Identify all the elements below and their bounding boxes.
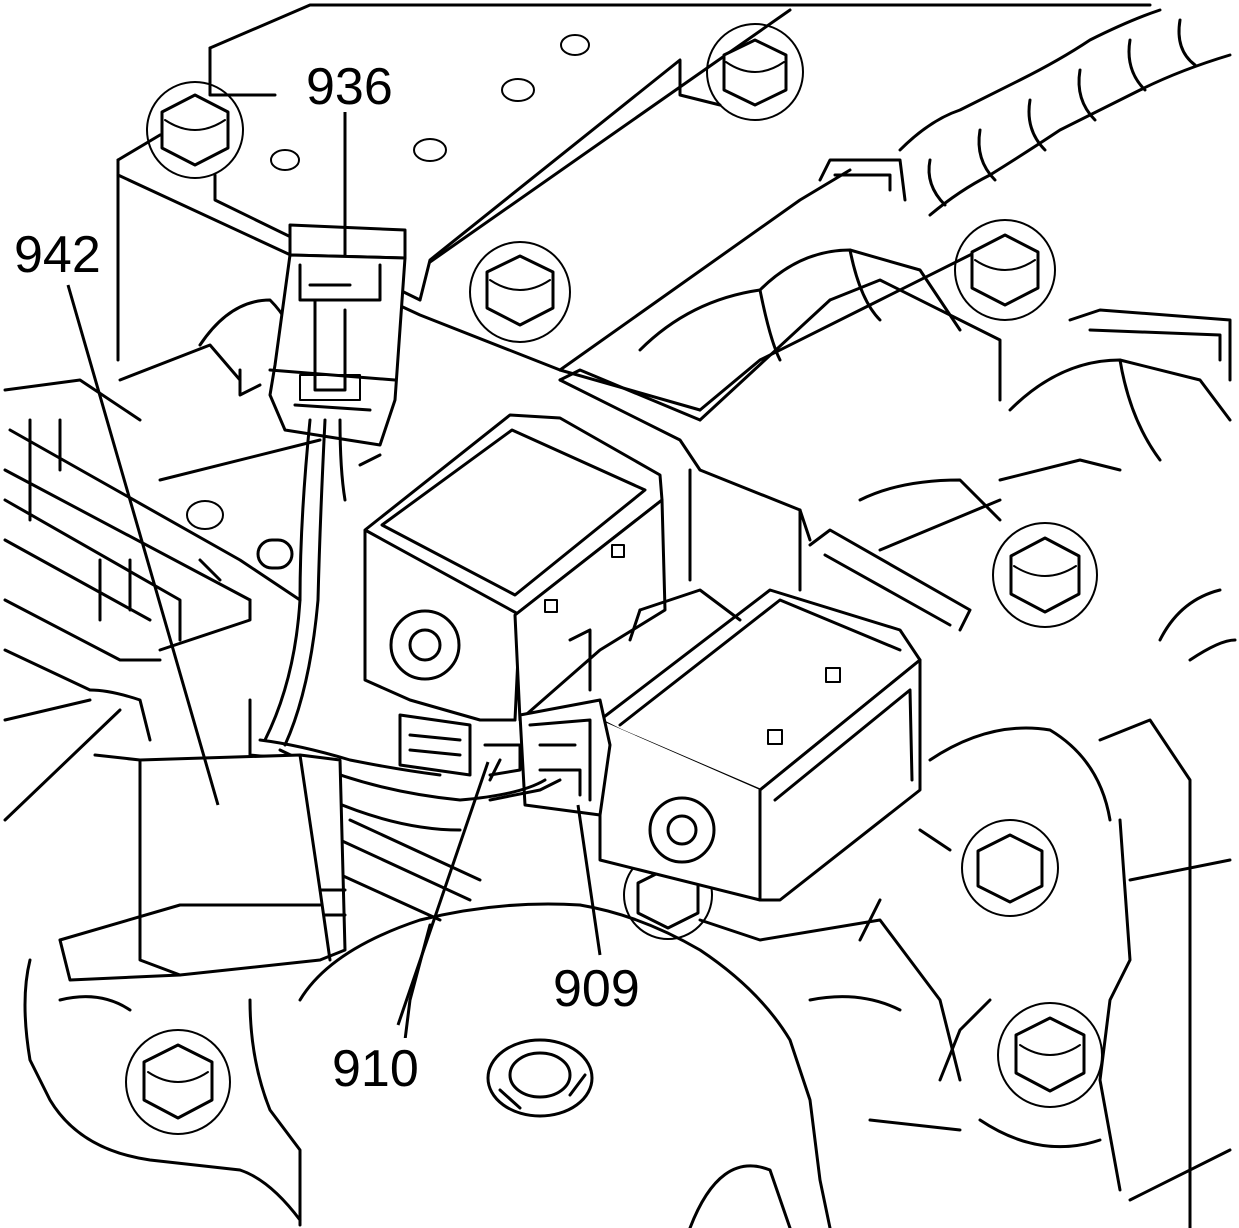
bolt-top-center bbox=[706, 23, 804, 121]
bolt-mid-right bbox=[954, 219, 1056, 321]
valve-body-plate bbox=[116, 3, 1152, 412]
snap-ring bbox=[486, 1038, 594, 1118]
leader-lines bbox=[66, 112, 602, 1026]
center-housing bbox=[558, 278, 1002, 592]
connector-936 bbox=[238, 223, 407, 447]
callout-909: 909 bbox=[553, 960, 640, 1018]
component-942 bbox=[58, 753, 347, 982]
solenoid-upper bbox=[363, 413, 667, 722]
spool-valves bbox=[638, 8, 1232, 642]
leader-909 bbox=[576, 804, 602, 956]
callout-910: 910 bbox=[332, 1040, 419, 1098]
callout-labels: 936 942 910 909 bbox=[12, 58, 654, 1098]
connector-910 bbox=[398, 713, 522, 777]
bolt-bottom-right bbox=[997, 1002, 1103, 1108]
bolt-top-left bbox=[146, 81, 244, 179]
bolt-bottom-left bbox=[125, 1029, 231, 1135]
wires-936 bbox=[263, 418, 347, 747]
lower-case bbox=[23, 638, 1237, 1228]
connector-909 bbox=[518, 698, 612, 817]
leader-910 bbox=[396, 761, 490, 1026]
leader-942 bbox=[66, 284, 220, 806]
bolt-right bbox=[992, 522, 1098, 628]
bolt-mid-center bbox=[469, 241, 571, 343]
callout-942: 942 bbox=[14, 226, 101, 284]
callout-936: 936 bbox=[306, 58, 393, 116]
solenoid-lower bbox=[598, 588, 922, 902]
bolt-lower-right bbox=[961, 819, 1059, 917]
bolts bbox=[125, 23, 1103, 1135]
